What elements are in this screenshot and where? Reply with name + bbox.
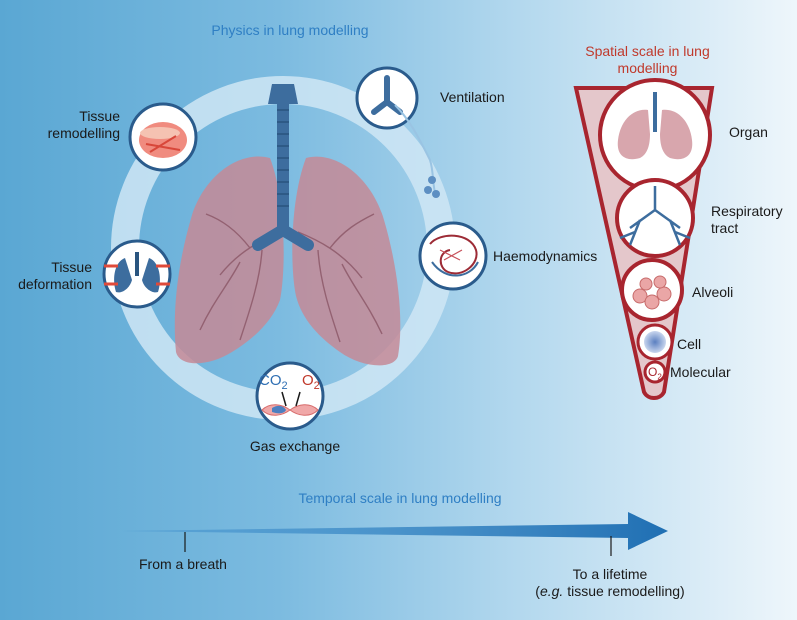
- tissue-remodelling-icon: [128, 102, 198, 172]
- temporal-end-line2: (e.g. tissue remodelling): [510, 583, 710, 600]
- respiratory-circle: [615, 178, 695, 258]
- molecular-label: Molecular: [670, 364, 731, 380]
- alveoli-circle: [620, 258, 684, 322]
- respiratory-line1: Respiratory: [711, 203, 783, 219]
- spatial-title-line1: Spatial scale in lung: [585, 43, 710, 59]
- temporal-title: Temporal scale in lung modelling: [298, 490, 502, 506]
- organ-label: Organ: [729, 124, 768, 140]
- temporal-end-label: To a lifetime (e.g. tissue remodelling): [510, 566, 710, 600]
- ventilation-label: Ventilation: [440, 89, 505, 105]
- tissue-remodelling-line2: remodelling: [47, 125, 120, 141]
- temporal-start-label: From a breath: [139, 556, 227, 572]
- tissue-remodelling-label: Tissue remodelling: [40, 108, 120, 142]
- spatial-title-line2: modelling: [617, 60, 678, 76]
- gas-exchange-label: Gas exchange: [249, 438, 341, 454]
- respiratory-line2: tract: [711, 220, 739, 236]
- o2-sub: 2: [313, 380, 320, 392]
- co2-sub: 2: [281, 380, 288, 392]
- tissue-deformation-line1: Tissue: [51, 259, 92, 275]
- larynx: [268, 84, 298, 104]
- end-rest: tissue remodelling): [563, 583, 685, 599]
- alveoli-label: Alveoli: [692, 284, 734, 300]
- molecular-circle: [643, 360, 667, 384]
- lungs-illustration: [174, 84, 401, 366]
- haemodynamics-label: Haemodynamics: [493, 248, 598, 264]
- co2-label: CO2: [259, 372, 288, 395]
- o2-label: O2: [302, 372, 320, 395]
- ventilation-icon: [355, 66, 440, 198]
- gas-exchange-icon: [255, 361, 325, 431]
- tissue-deformation-icon: [102, 239, 172, 309]
- spatial-title: Spatial scale in lung modelling: [565, 43, 730, 77]
- haemodynamics-icon: [418, 221, 488, 291]
- tissue-remodelling-line1: Tissue: [79, 108, 120, 124]
- o2-text: O: [302, 372, 314, 389]
- o2-molecule-label: O2: [648, 364, 662, 385]
- spatial-cone: [573, 78, 715, 400]
- trachea: [252, 86, 314, 251]
- end-eg: e.g.: [539, 583, 564, 599]
- tissue-deformation-label: Tissue deformation: [0, 259, 92, 293]
- co2-text: CO: [259, 372, 282, 389]
- tissue-deformation-line2: deformation: [18, 276, 92, 292]
- left-lung: [174, 156, 284, 364]
- temporal-arrow: [122, 512, 668, 550]
- molecule-sub: 2: [657, 372, 662, 382]
- physics-title: Physics in lung modelling: [211, 22, 369, 38]
- respiratory-tract-label: Respiratory tract: [711, 203, 783, 237]
- temporal-end-line1: To a lifetime: [572, 566, 648, 582]
- molecule-text: O: [648, 365, 658, 379]
- end-paren: (: [535, 583, 540, 599]
- cell-label: Cell: [677, 336, 702, 352]
